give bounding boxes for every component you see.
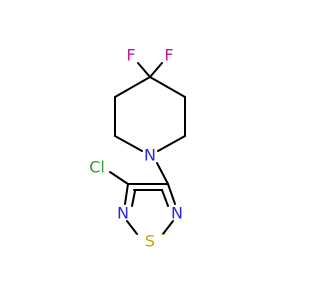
- structure-canvas: F F N Cl N N S -: [89, 45, 186, 251]
- bond-nleft-c4: [124, 183, 129, 205]
- molecule-drawing: F F N Cl N N S -: [89, 46, 186, 251]
- bond-c4-cl: [109, 171, 129, 185]
- bond-n-c3: [156, 162, 169, 185]
- thiadiazole-nitrogen-right: N: [171, 204, 183, 223]
- bond-cd-c4: [114, 76, 151, 98]
- bond-n-cc: [114, 135, 143, 152]
- thiadiazole-nitrogen-left: N: [117, 204, 129, 223]
- bond-nright-s: [162, 220, 174, 235]
- bond-c4-f-left: [137, 62, 151, 78]
- bond-c4-ca: [149, 76, 186, 98]
- chlorine-atom: Cl: [89, 158, 105, 177]
- bond-c4-f-right: [149, 62, 163, 78]
- sulfur-dash-marker: -: [161, 227, 165, 241]
- fluorine-atom-right: F: [164, 46, 173, 65]
- bond-c3-nright: [167, 183, 176, 205]
- piperidine-nitrogen-atom: N: [144, 146, 156, 165]
- bond-cb-n: [157, 135, 186, 152]
- bond-s-nleft: [126, 220, 138, 235]
- bond-c3-nright-double: [161, 189, 169, 207]
- sulfur-atom: S: [145, 232, 155, 251]
- bond-nleft-c4-double: [131, 190, 136, 207]
- fluorine-atom-left: F: [126, 46, 135, 65]
